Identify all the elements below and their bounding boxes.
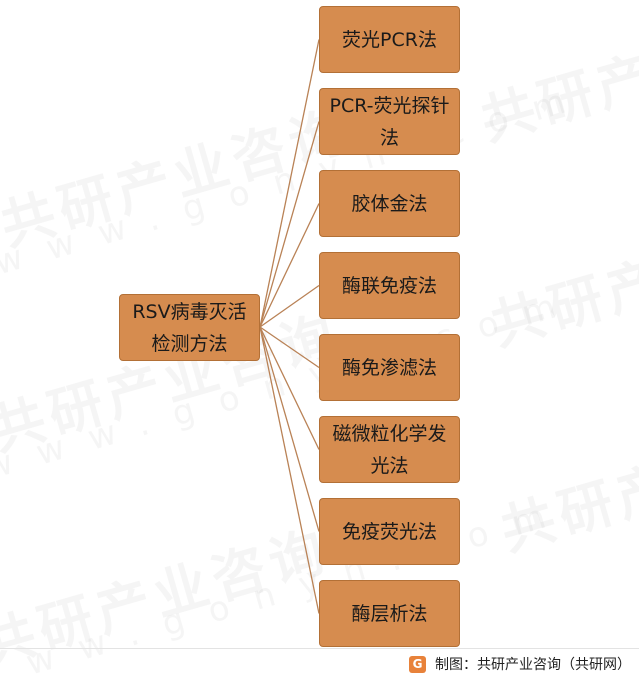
connector-line [259,326,320,369]
connector-line [259,326,320,532]
connector-line [259,284,320,328]
connector-line [259,203,320,328]
connector-line [259,326,320,614]
connector-line [259,39,320,328]
root-node: RSV病毒灭活 检测方法 [119,294,260,361]
method-label: 胶体金法 [351,192,428,215]
method-label-cont: 法 [379,126,399,149]
connector-line [259,121,320,328]
method-node-colloidal-gold: 胶体金法 [319,170,460,237]
method-node-pcr-probe: PCR-荧光探针法 [319,88,460,155]
method-node-enzyme-chromatography: 酶层析法 [319,580,460,647]
logo-icon: G [409,655,426,673]
root-node-line2: 检测方法 [151,332,228,355]
source-footer: G 制图：共研产业咨询（共研网） [409,652,631,676]
method-label: 磁微粒化学发 [332,422,447,445]
method-label: 酶联免疫法 [341,274,437,297]
root-node-line1: RSV病毒灭活 [132,300,247,323]
source-text: 制图：共研产业咨询（共研网） [435,657,631,673]
footer-divider [0,648,639,649]
method-node-immunofluorescence: 免疫荧光法 [319,498,460,565]
method-label: 酶层析法 [351,602,428,625]
method-node-fluorescent-pcr: 荧光PCR法 [319,6,460,73]
method-node-dot-immunofiltration: 酶免渗滤法 [319,334,460,401]
method-label: 酶免渗滤法 [341,356,437,379]
method-label: 免疫荧光法 [341,520,437,543]
method-node-elisa: 酶联免疫法 [319,252,460,319]
method-node-magnetic-chemiluminescence: 磁微粒化学发光法 [319,416,460,483]
connector-line [259,326,320,450]
method-label: 荧光PCR法 [342,28,437,51]
method-label: PCR-荧光探针 [329,94,450,117]
method-label-cont: 光法 [370,454,409,477]
connector-lines [259,39,320,614]
